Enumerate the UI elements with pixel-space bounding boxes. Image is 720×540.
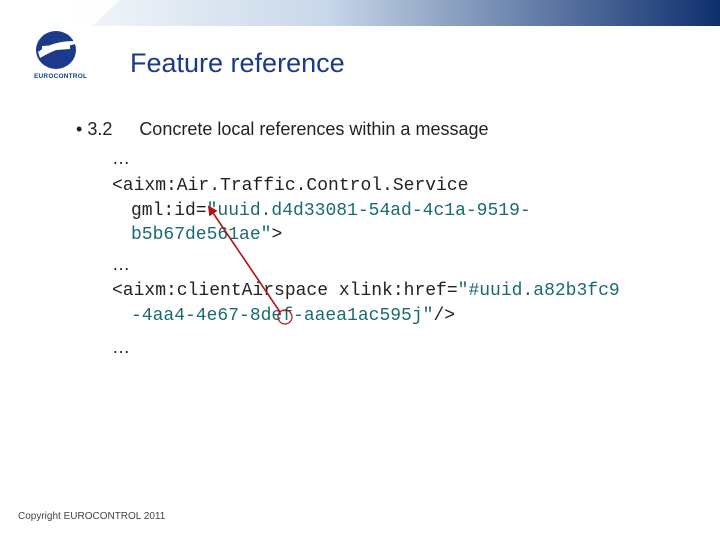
bullet-text: Concrete local references within a messa…	[139, 119, 489, 139]
code-gml-id-attr: gml:id=	[131, 201, 207, 221]
code-line-3: b5b67de561ae">	[131, 225, 282, 245]
code-href-value: "#uuid.a82b3fc9	[457, 281, 620, 301]
bullet-number: 3.2	[87, 119, 113, 139]
code-service-tag: <aixm:Air.Traffic.Control.Service	[112, 176, 469, 196]
code-gml-id-value-cont: b5b67de561ae"	[131, 225, 272, 245]
code-gml-id-value: "uuid.d4d33081-54ad-4c1a-9519-	[206, 201, 531, 221]
code-client-airspace-tag: <aixm:clientAirspace xlink:href=	[112, 281, 458, 301]
code-line-4: <aixm:clientAirspace xlink:href="#uuid.a…	[112, 281, 620, 301]
slide-title: Feature reference	[130, 48, 345, 78]
code-line-5: -4aa4-4e67-8def-aaea1ac595j"/>	[131, 306, 455, 326]
code-line-1: <aixm:Air.Traffic.Control.Service	[112, 176, 468, 196]
eurocontrol-logo	[30, 28, 90, 82]
top-banner	[0, 0, 720, 26]
code-tag-close: >	[271, 225, 283, 245]
ellipsis-3: …	[112, 337, 130, 357]
code-self-close: />	[433, 306, 456, 326]
bullet-item: • 3.2 Concrete local references within a …	[76, 119, 488, 140]
code-line-2: gml:id="uuid.d4d33081-54ad-4c1a-9519-	[131, 201, 531, 221]
copyright-text: Copyright EUROCONTROL 2011	[18, 511, 166, 522]
ellipsis-2: …	[112, 254, 130, 274]
ellipsis-1: …	[112, 148, 130, 168]
logo-text: EUROCONTROL	[34, 73, 88, 80]
bullet-dot: •	[76, 119, 88, 139]
code-href-value-cont: -4aa4-4e67-8def-aaea1ac595j"	[131, 306, 434, 326]
